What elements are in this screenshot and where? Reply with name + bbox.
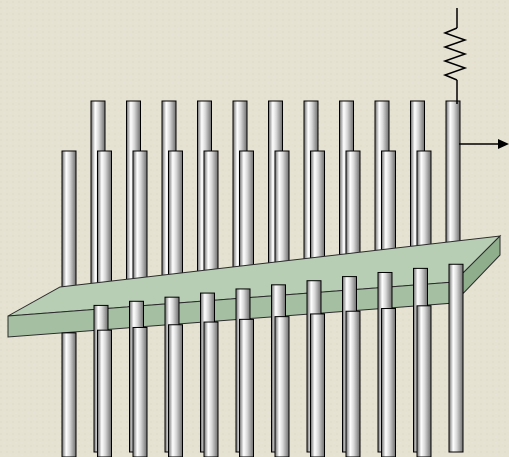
front-rod-lower	[61, 332, 77, 457]
front-rod-lower	[97, 329, 112, 457]
front-rod-lower	[168, 324, 183, 457]
arrowhead-icon	[498, 139, 509, 149]
front-rod-lower	[132, 326, 148, 457]
front-rod-lower	[310, 313, 325, 457]
resistor	[442, 8, 468, 104]
resistor-zigzag	[442, 27, 468, 81]
front-rod-lower	[203, 321, 219, 457]
back-rod-lower	[448, 263, 464, 453]
front-rod-row-bottom	[61, 305, 432, 457]
front-rod-lower	[416, 305, 432, 457]
back-rod	[445, 100, 461, 247]
front-rod-lower	[345, 310, 361, 457]
front-rod-lower	[381, 308, 396, 457]
front-rod-lower	[239, 318, 254, 457]
output-arrow	[459, 139, 509, 149]
front-rod-lower	[274, 316, 290, 457]
